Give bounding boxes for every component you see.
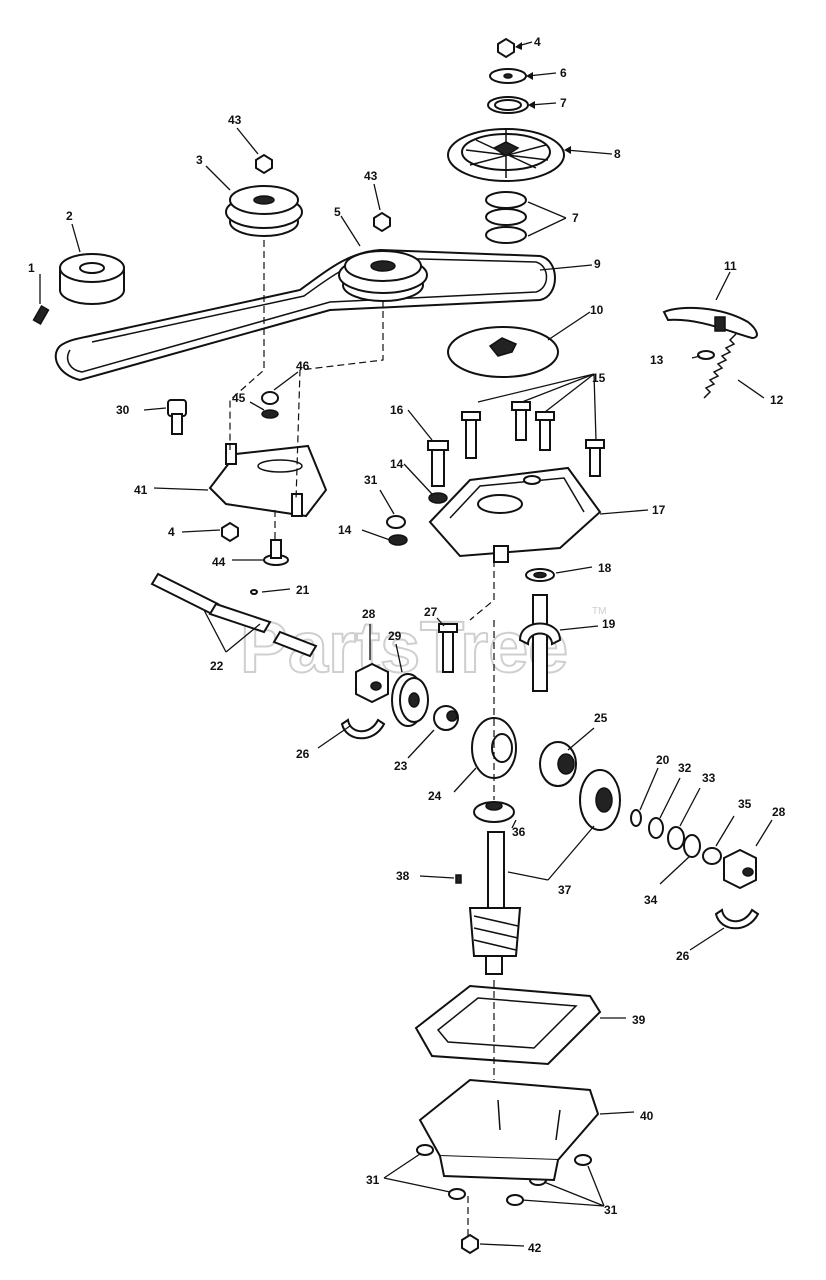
callout-20: 20: [656, 753, 670, 767]
part-17-upper-housing: [428, 466, 602, 563]
callout-12: 12: [770, 393, 784, 407]
part-39-gasket: [414, 984, 602, 1066]
callout-31: 31: [364, 473, 378, 487]
callout-17: 17: [652, 503, 666, 517]
part-15-bolts: [461, 401, 605, 477]
callout-21: 21: [296, 583, 310, 597]
part-21-pin: [250, 589, 258, 595]
callout-4: 4: [534, 35, 541, 49]
watermark-trademark: TM: [592, 606, 606, 617]
part-9-drive-belt: [54, 248, 556, 382]
callout-8: 8: [614, 147, 621, 161]
part-40-lower-housing: [418, 1078, 600, 1182]
part-1-set-screw: [32, 305, 50, 325]
part-20-32-33-34-35-washers: [630, 809, 722, 865]
callout-42: 42: [528, 1241, 542, 1255]
part-2-engine-pulley: [59, 253, 125, 305]
part-26-bearing-cap: [340, 718, 760, 930]
callout-7: 7: [560, 96, 567, 110]
callout-30: 30: [116, 403, 130, 417]
callout-46: 46: [296, 359, 310, 373]
part-43-nut: [255, 153, 391, 233]
callout-28b: 28: [772, 805, 786, 819]
callout-1: 1: [28, 261, 35, 275]
part-44-bolt: [263, 539, 289, 566]
callout-14: 14: [390, 457, 404, 471]
alignment-lines: [229, 240, 495, 1236]
part-3-idler-pulley: [225, 185, 303, 237]
part-45-washer: [261, 409, 279, 419]
callout-24: 24: [428, 789, 442, 803]
callout-16: 16: [390, 403, 404, 417]
callout-5: 5: [334, 205, 341, 219]
part-11-lever: [662, 306, 758, 340]
callout-3: 3: [196, 153, 203, 167]
callout-10: 10: [590, 303, 604, 317]
callout-26: 26: [296, 747, 310, 761]
part-23-bushing: [433, 705, 459, 731]
part-5-drive-pulley: [338, 250, 428, 302]
callout-31c: 31: [604, 1203, 618, 1217]
part-27-bolt: [438, 623, 458, 673]
callout-43: 43: [228, 113, 242, 127]
callout-4b: 4: [168, 525, 175, 539]
callout-26b: 26: [676, 949, 690, 963]
callout-13: 13: [650, 353, 664, 367]
callout-41: 41: [134, 483, 148, 497]
callout-22: 22: [210, 659, 224, 673]
callout-32: 32: [678, 761, 692, 775]
callout-labels: 1 2 3 4 4 5 6 7 7 8 9 10 11 12 13 14 14 …: [28, 35, 786, 1255]
callout-15: 15: [592, 371, 606, 385]
callout-38: 38: [396, 869, 410, 883]
part-12-spring: [703, 333, 737, 399]
part-7-spacer: [485, 96, 529, 244]
part-18-washer: [525, 568, 555, 582]
callout-27: 27: [424, 605, 438, 619]
part-46-nut: [261, 391, 279, 405]
callout-35: 35: [738, 797, 752, 811]
callout-18: 18: [598, 561, 612, 575]
callout-9: 9: [594, 257, 601, 271]
part-25-gear: [539, 741, 577, 787]
part-42-drain-plug: [461, 1233, 479, 1255]
callout-25: 25: [594, 711, 608, 725]
leader-lines: [39, 41, 773, 1247]
callout-44: 44: [212, 555, 226, 569]
callout-29: 29: [388, 629, 402, 643]
part-8-drive-disc: [447, 128, 565, 182]
part-19-shift-fork: [518, 594, 562, 692]
part-29-pulley: [391, 673, 429, 727]
callout-40: 40: [640, 1109, 654, 1123]
callout-11: 11: [724, 259, 737, 273]
callout-34: 34: [644, 893, 658, 907]
callout-37: 37: [558, 883, 572, 897]
part-22-shafts: [150, 572, 318, 658]
part-4-nut: [221, 37, 515, 543]
part-38-pin: [455, 874, 462, 884]
callout-33: 33: [702, 771, 716, 785]
part-10-friction-wheel: [447, 326, 559, 378]
part-13-washer: [697, 350, 715, 360]
callout-36: 36: [512, 825, 526, 839]
callout-39: 39: [632, 1013, 646, 1027]
part-16-bolt: [427, 440, 449, 487]
callout-43b: 43: [364, 169, 378, 183]
part-6-washer: [489, 68, 527, 84]
callout-45: 45: [232, 391, 246, 405]
callout-6: 6: [560, 66, 567, 80]
part-36-bearing: [473, 801, 515, 823]
part-28-bearing-block: [355, 662, 757, 890]
callout-31b: 31: [366, 1173, 380, 1187]
callout-23: 23: [394, 759, 408, 773]
callout-14b: 14: [338, 523, 352, 537]
callout-19: 19: [602, 617, 616, 631]
part-30-shoulder-bolt: [167, 399, 187, 435]
part-41-idler-bracket: [208, 443, 328, 518]
callout-2: 2: [66, 209, 73, 223]
callout-7b: 7: [572, 211, 579, 225]
part-37-worm-gear: [468, 769, 621, 975]
callout-28: 28: [362, 607, 376, 621]
